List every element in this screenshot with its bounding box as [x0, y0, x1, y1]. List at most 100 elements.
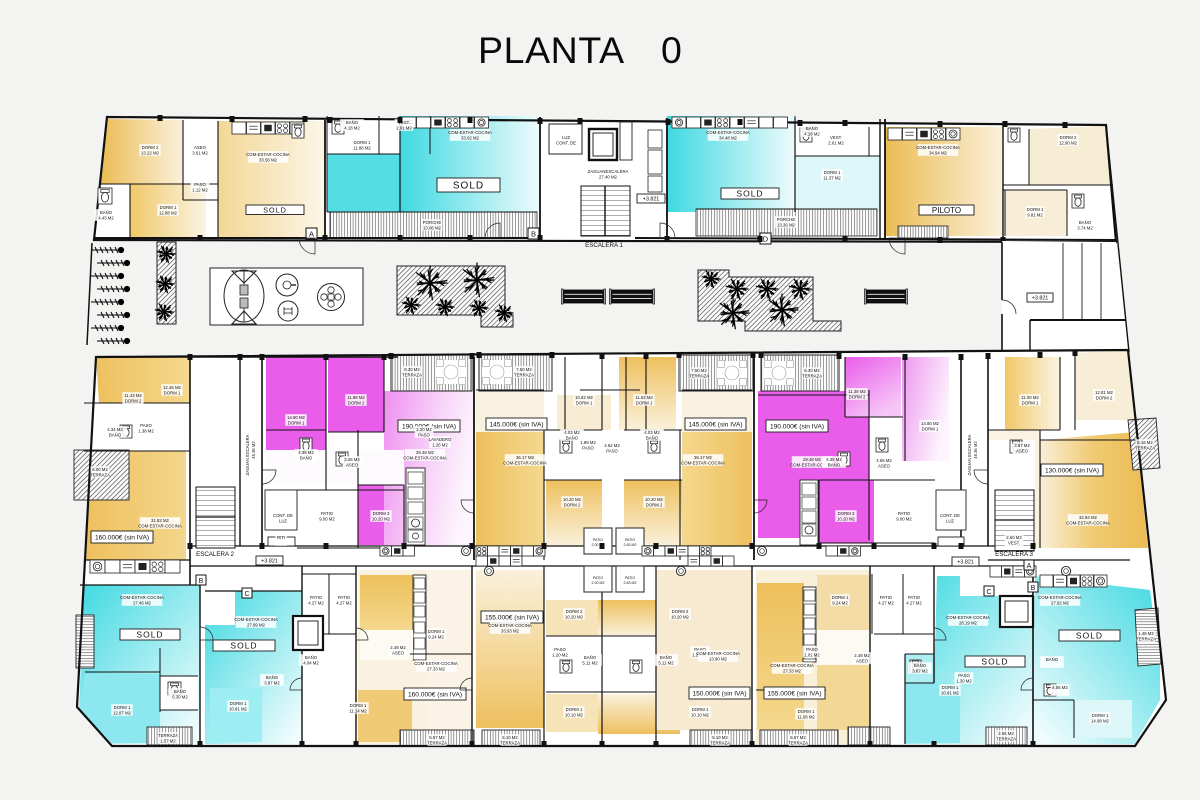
svg-text:DORM 1: DORM 1 — [1022, 401, 1039, 406]
svg-text:5.11 M2: 5.11 M2 — [658, 661, 674, 666]
svg-text:RITI: RITI — [277, 535, 285, 540]
svg-text:BAÑO: BAÑO — [346, 120, 359, 125]
svg-text:4.43 M2: 4.43 M2 — [98, 216, 114, 221]
svg-text:COM-ESTAR-COCINA: COM-ESTAR-COCINA — [503, 461, 547, 466]
svg-text:PASO: PASO — [418, 433, 430, 438]
svg-text:BAÑO: BAÑO — [914, 663, 927, 668]
svg-text:VEST.: VEST. — [1008, 541, 1020, 546]
svg-text:CONT. DE: CONT. DE — [556, 141, 576, 146]
svg-text:BAÑO: BAÑO — [109, 433, 122, 438]
svg-text:DORM 1: DORM 1 — [354, 140, 371, 145]
svg-text:BAÑO: BAÑO — [100, 210, 113, 215]
svg-text:COM-ESTAR-COCINA: COM-ESTAR-COCINA — [696, 651, 740, 656]
svg-text:2.00 M2: 2.00 M2 — [592, 581, 605, 585]
svg-text:SOLD: SOLD — [981, 657, 1008, 667]
svg-text:2.48 M2: 2.48 M2 — [854, 653, 870, 658]
svg-text:1.20 M2: 1.20 M2 — [552, 653, 568, 658]
svg-text:TERRAZA: TERRAZA — [158, 733, 178, 738]
svg-text:+3.821: +3.821 — [957, 559, 974, 565]
svg-text:DORM 1: DORM 1 — [1092, 713, 1109, 718]
svg-text:PILOTO: PILOTO — [932, 206, 961, 215]
svg-text:B: B — [199, 578, 204, 585]
svg-text:12.88 M2: 12.88 M2 — [159, 211, 178, 216]
svg-text:ASEO: ASEO — [194, 145, 207, 150]
svg-text:PLANTA: PLANTA — [478, 29, 625, 71]
svg-text:1.12 M2: 1.12 M2 — [192, 188, 208, 193]
svg-text:36.17 M2: 36.17 M2 — [516, 455, 535, 460]
svg-text:TERRAZA: TERRAZA — [788, 741, 808, 746]
svg-text:13.22 M2: 13.22 M2 — [141, 151, 160, 156]
svg-text:10.20 M2: 10.20 M2 — [645, 497, 664, 502]
svg-text:SOLD: SOLD — [453, 181, 484, 192]
svg-text:2.61 M2: 2.61 M2 — [396, 126, 412, 131]
svg-text:4.04 M2: 4.04 M2 — [303, 661, 319, 666]
svg-text:1.89 M2: 1.89 M2 — [580, 440, 596, 445]
svg-text:1.48 M2: 1.48 M2 — [1138, 631, 1154, 636]
svg-text:C: C — [986, 589, 991, 596]
svg-text:COM-ESTAR-COCINA: COM-ESTAR-COCINA — [120, 595, 164, 600]
svg-text:36.17 M2: 36.17 M2 — [694, 455, 713, 460]
svg-text:ZAGUAN ESCALERA: ZAGUAN ESCALERA — [245, 434, 250, 475]
svg-text:SOLD: SOLD — [1076, 631, 1103, 641]
svg-text:SOLD: SOLD — [736, 189, 763, 199]
svg-text:4.56 M2: 4.56 M2 — [1052, 685, 1068, 690]
svg-text:6.00 M2: 6.00 M2 — [92, 467, 108, 472]
svg-text:DORM 2: DORM 2 — [849, 395, 866, 400]
svg-text:B: B — [1031, 585, 1036, 592]
svg-text:2.00 M2: 2.00 M2 — [592, 543, 605, 547]
svg-text:33.02 M2: 33.02 M2 — [461, 136, 480, 141]
svg-text:DORM 2: DORM 2 — [564, 503, 581, 508]
svg-text:PASO: PASO — [606, 449, 618, 454]
svg-text:DORM 1: DORM 1 — [160, 205, 177, 210]
svg-text:DORM 1: DORM 1 — [636, 401, 653, 406]
svg-text:COM-ESTAR-COCINA: COM-ESTAR-COCINA — [1066, 521, 1110, 526]
svg-text:PATIO: PATIO — [321, 511, 334, 516]
svg-text:+3.821: +3.821 — [643, 196, 660, 202]
svg-text:TERRAZA: TERRAZA — [427, 741, 447, 746]
svg-text:1.30 M2: 1.30 M2 — [956, 679, 972, 684]
svg-text:6.30 M2: 6.30 M2 — [172, 695, 188, 700]
svg-text:2.48 M2: 2.48 M2 — [390, 645, 406, 650]
svg-text:27.99 M2: 27.99 M2 — [247, 623, 266, 628]
svg-text:7.50 M2: 7.50 M2 — [691, 368, 707, 373]
svg-text:4.03 M2: 4.03 M2 — [644, 430, 660, 435]
svg-text:TERRAZA: TERRAZA — [90, 473, 110, 478]
svg-text:BAÑO: BAÑO — [1046, 657, 1059, 662]
svg-text:9.24 M2: 9.24 M2 — [832, 601, 848, 606]
svg-text:A: A — [1027, 563, 1032, 570]
svg-text:COM-ESTAR-COCINA: COM-ESTAR-COCINA — [790, 463, 834, 468]
svg-text:10.20 M2: 10.20 M2 — [565, 615, 584, 620]
svg-text:160.000€ (sin IVA): 160.000€ (sin IVA) — [408, 691, 462, 698]
svg-text:ESCALERA 1: ESCALERA 1 — [585, 242, 623, 249]
svg-text:10.10 M2: 10.10 M2 — [691, 713, 710, 718]
svg-text:PATIO: PATIO — [625, 576, 635, 580]
svg-text:3.87 M2: 3.87 M2 — [264, 681, 280, 686]
svg-text:DORM 1: DORM 1 — [832, 595, 849, 600]
svg-text:9.24 M2: 9.24 M2 — [428, 635, 444, 640]
svg-text:13.06 M2: 13.06 M2 — [423, 226, 442, 231]
svg-text:PATIO: PATIO — [338, 595, 351, 600]
svg-text:BAÑO: BAÑO — [660, 655, 673, 660]
svg-text:DORM 2: DORM 2 — [125, 399, 142, 404]
svg-text:33.56 M2: 33.56 M2 — [259, 158, 278, 163]
svg-text:DORM 1: DORM 1 — [922, 427, 939, 432]
svg-text:TERRAZA: TERRAZA — [802, 374, 822, 379]
svg-text:11.08 M2: 11.08 M2 — [797, 715, 815, 720]
svg-text:COM-ESTAR-COCINA: COM-ESTAR-COCINA — [706, 130, 750, 135]
svg-text:10.20 M2: 10.20 M2 — [671, 615, 690, 620]
svg-text:10.81 M2: 10.81 M2 — [941, 691, 960, 696]
svg-text:BAÑO: BAÑO — [266, 675, 279, 680]
svg-text:DORM 1: DORM 1 — [428, 629, 445, 634]
svg-text:SOLD: SOLD — [136, 630, 163, 640]
svg-text:11.38 M2: 11.38 M2 — [848, 389, 866, 394]
svg-text:PORCHE: PORCHE — [423, 220, 442, 225]
svg-text:COM-ESTAR-COCINA: COM-ESTAR-COCINA — [414, 661, 458, 666]
svg-text:27.82 M2: 27.82 M2 — [1051, 601, 1070, 606]
svg-text:5.57 M2: 5.57 M2 — [429, 735, 445, 740]
svg-text:BAÑO: BAÑO — [646, 436, 659, 441]
svg-text:6.30 M2: 6.30 M2 — [804, 368, 820, 373]
svg-text:DORM 1: DORM 1 — [692, 707, 709, 712]
svg-text:ASEO: ASEO — [392, 651, 405, 656]
svg-text:12.87 M2: 12.87 M2 — [113, 711, 132, 716]
svg-text:11.43 M2: 11.43 M2 — [124, 393, 142, 398]
